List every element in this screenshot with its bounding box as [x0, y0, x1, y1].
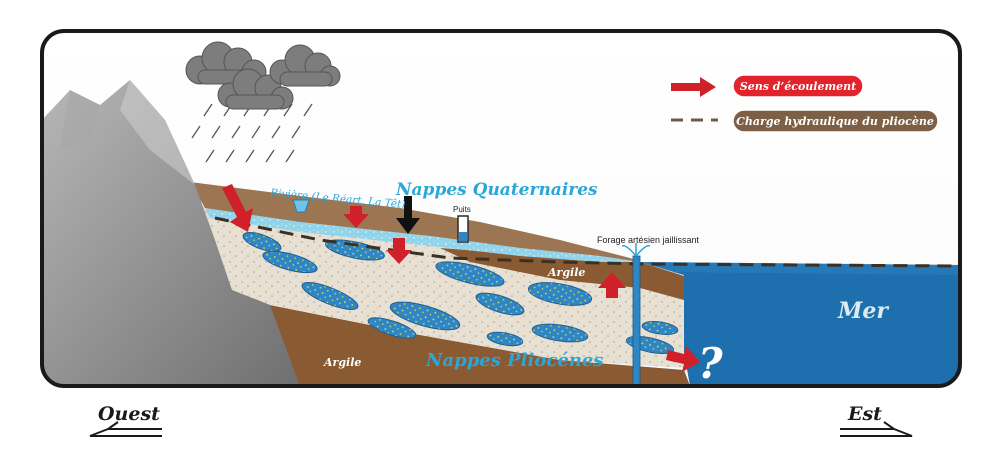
- east-arrow-icon: [840, 421, 913, 437]
- pliocene-label: Nappes Pliocénes: [425, 350, 603, 371]
- flow-arrow-icon: [598, 272, 626, 298]
- cloud-icon: [269, 44, 341, 87]
- clay-upper-label: Argile: [547, 266, 585, 279]
- flow-arrow-icon: [222, 184, 253, 232]
- sea-label: Mer: [837, 298, 889, 324]
- quaternary-aquifer: [205, 208, 640, 262]
- sea: [640, 262, 960, 386]
- direction-east: Est: [840, 403, 913, 437]
- legend: Sens d’écoulement Charge hydraulique du …: [671, 74, 939, 133]
- legend-flow-arrow-icon: [671, 77, 716, 97]
- artesian-borehole: [621, 243, 651, 386]
- well-label: Puits: [453, 205, 471, 214]
- pliocene-head-line: [214, 216, 960, 268]
- west-arrow-icon: [89, 421, 162, 437]
- legend-flow-label: Sens d’écoulement: [740, 80, 856, 93]
- question-mark: ?: [698, 339, 723, 388]
- recharge-arrow-icon: [396, 196, 420, 234]
- flow-arrow-icon: [343, 206, 369, 228]
- direction-west: Ouest: [89, 403, 162, 437]
- artesian-label: Forage artésien jaillissant: [597, 235, 700, 245]
- pliocene-aquifer-lenses: [242, 232, 679, 354]
- mountain: [42, 80, 300, 386]
- clouds: [185, 41, 341, 110]
- river-channel: [292, 199, 310, 213]
- flow-arrow-icon: [666, 346, 700, 372]
- legend-flow: Sens d’écoulement: [671, 74, 864, 98]
- west-label: Ouest: [98, 403, 160, 425]
- diagram-frame: [40, 29, 962, 388]
- well: [457, 215, 469, 243]
- east-label: Est: [847, 403, 882, 425]
- flow-arrow-icon: [386, 238, 412, 264]
- legend-head-label: Charge hydraulique du pliocène: [736, 115, 934, 128]
- lower-clay: [232, 290, 690, 386]
- legend-head: Charge hydraulique du pliocène: [671, 109, 939, 133]
- cloud-icon: [217, 68, 294, 110]
- quaternary-label: Nappes Quaternaires: [395, 180, 598, 200]
- clay-lower-label: Argile: [323, 356, 361, 369]
- flow-arrows: [222, 184, 700, 372]
